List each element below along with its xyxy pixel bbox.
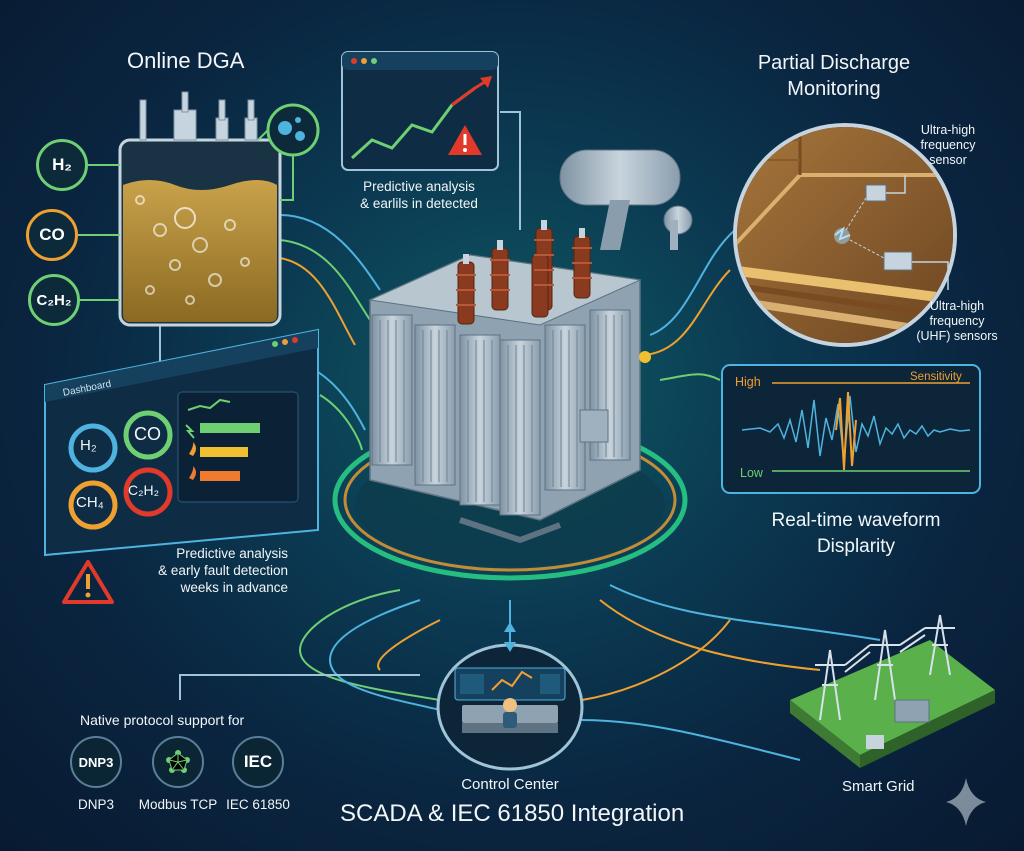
bushings — [456, 220, 592, 325]
scada-title: SCADA & IEC 61850 Integration — [340, 800, 685, 827]
control-center-label: Control Center — [461, 776, 559, 793]
protocol-label-iec: IEC 61850 — [226, 797, 290, 812]
winding-cutaway — [733, 123, 957, 347]
dga-probes — [139, 91, 258, 141]
gauge-c2h2: C₂H₂ — [128, 482, 160, 498]
trend-caption: Predictive analysis & earlils in detecte… — [360, 179, 478, 211]
waveform-sensitivity-label: Sensitivity — [910, 371, 962, 383]
modbus-icon — [152, 736, 204, 788]
waveform-high-label: High — [735, 375, 761, 389]
pd-title: Partial Discharge Monitoring — [757, 52, 911, 100]
flow-lines — [159, 111, 881, 761]
sensor-node — [639, 351, 651, 363]
gauge-h2: H₂ — [80, 437, 97, 454]
smart-grid-label: Smart Grid — [842, 778, 915, 795]
dashboard-panel — [44, 328, 319, 557]
pd-sensor-label-1: Ultra-high frequency sensor — [920, 123, 976, 167]
iec-badge: IEC — [232, 736, 284, 788]
gas-badge-c2h2: C₂H₂ — [28, 274, 80, 326]
dga-oil-tank — [118, 138, 282, 327]
pd-sensor-label-2: Ultra-high frequency (UHF) sensors — [916, 299, 998, 343]
waveform-panel — [721, 364, 981, 494]
waveform-caption: Real-time waveform Displarity — [771, 510, 941, 557]
transformer — [368, 149, 693, 544]
dnp3-badge: DNP3 — [70, 736, 122, 788]
gas-bubble-icon — [266, 103, 320, 157]
dashboard-warning-text: Predictive analysis & early fault detect… — [158, 546, 288, 595]
gas-badge-h2: H₂ — [36, 139, 88, 191]
waveform-low-label: Low — [740, 466, 763, 480]
smart-grid-icon — [790, 614, 995, 768]
protocol-heading: Native protocol support for — [80, 712, 245, 728]
dga-title: Online DGA — [127, 48, 245, 73]
trend-chart-panel — [341, 51, 499, 171]
gas-badge-co: CO — [26, 209, 78, 261]
sparkle-icon — [946, 778, 986, 826]
warning-icon-left — [62, 560, 114, 604]
control-center-icon — [436, 643, 584, 771]
protocol-label-modbus: Modbus TCP — [138, 797, 218, 812]
gauge-co: CO — [134, 424, 161, 444]
protocol-label-dnp3: DNP3 — [77, 797, 114, 812]
gauge-ch4: CH₄ — [76, 494, 104, 511]
